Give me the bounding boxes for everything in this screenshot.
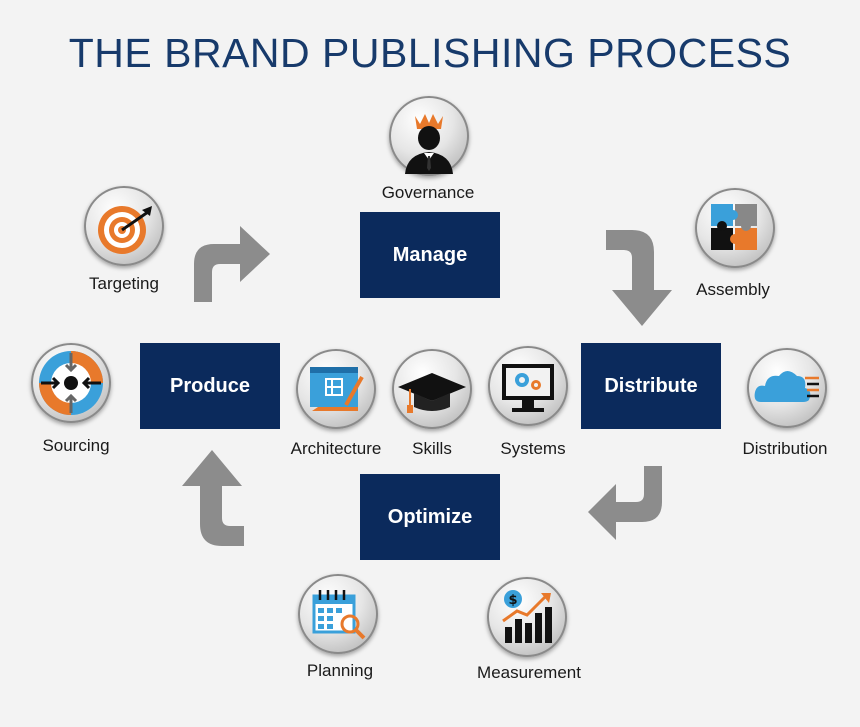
skills-label: Skills <box>412 439 452 458</box>
systems-label: Systems <box>500 439 566 458</box>
arrow-manage-to-distribute <box>606 230 672 326</box>
optimize-box: Optimize <box>360 474 500 560</box>
manage-box: Manage <box>360 212 500 298</box>
distribution-label: Distribution <box>742 439 828 458</box>
governance-icon <box>389 96 469 176</box>
measurement-label: Measurement <box>477 663 581 682</box>
architecture-icon <box>296 349 376 429</box>
graduation-cap-icon <box>392 349 472 429</box>
chart-icon: $ <box>487 577 567 657</box>
puzzle-icon <box>695 188 775 268</box>
svg-text:$: $ <box>508 593 517 608</box>
planning-label: Planning <box>306 661 374 680</box>
sourcing-icon <box>31 343 111 423</box>
arrow-distribute-to-optimize <box>588 466 662 540</box>
calendar-icon <box>298 574 378 654</box>
target-icon <box>84 186 164 266</box>
arrow-optimize-to-produce <box>182 450 244 546</box>
targeting-label: Targeting <box>89 274 159 293</box>
architecture-label: Architecture <box>290 439 382 458</box>
arrow-produce-to-manage <box>194 226 270 302</box>
governance-label: Governance <box>381 183 475 202</box>
distribute-box: Distribute <box>581 343 721 429</box>
sourcing-label: Sourcing <box>42 436 110 455</box>
diagram-title: THE BRAND PUBLISHING PROCESS <box>68 30 792 76</box>
assembly-label: Assembly <box>696 280 770 299</box>
cloud-icon <box>747 348 827 428</box>
systems-icon <box>488 346 568 426</box>
produce-box: Produce <box>140 343 280 429</box>
